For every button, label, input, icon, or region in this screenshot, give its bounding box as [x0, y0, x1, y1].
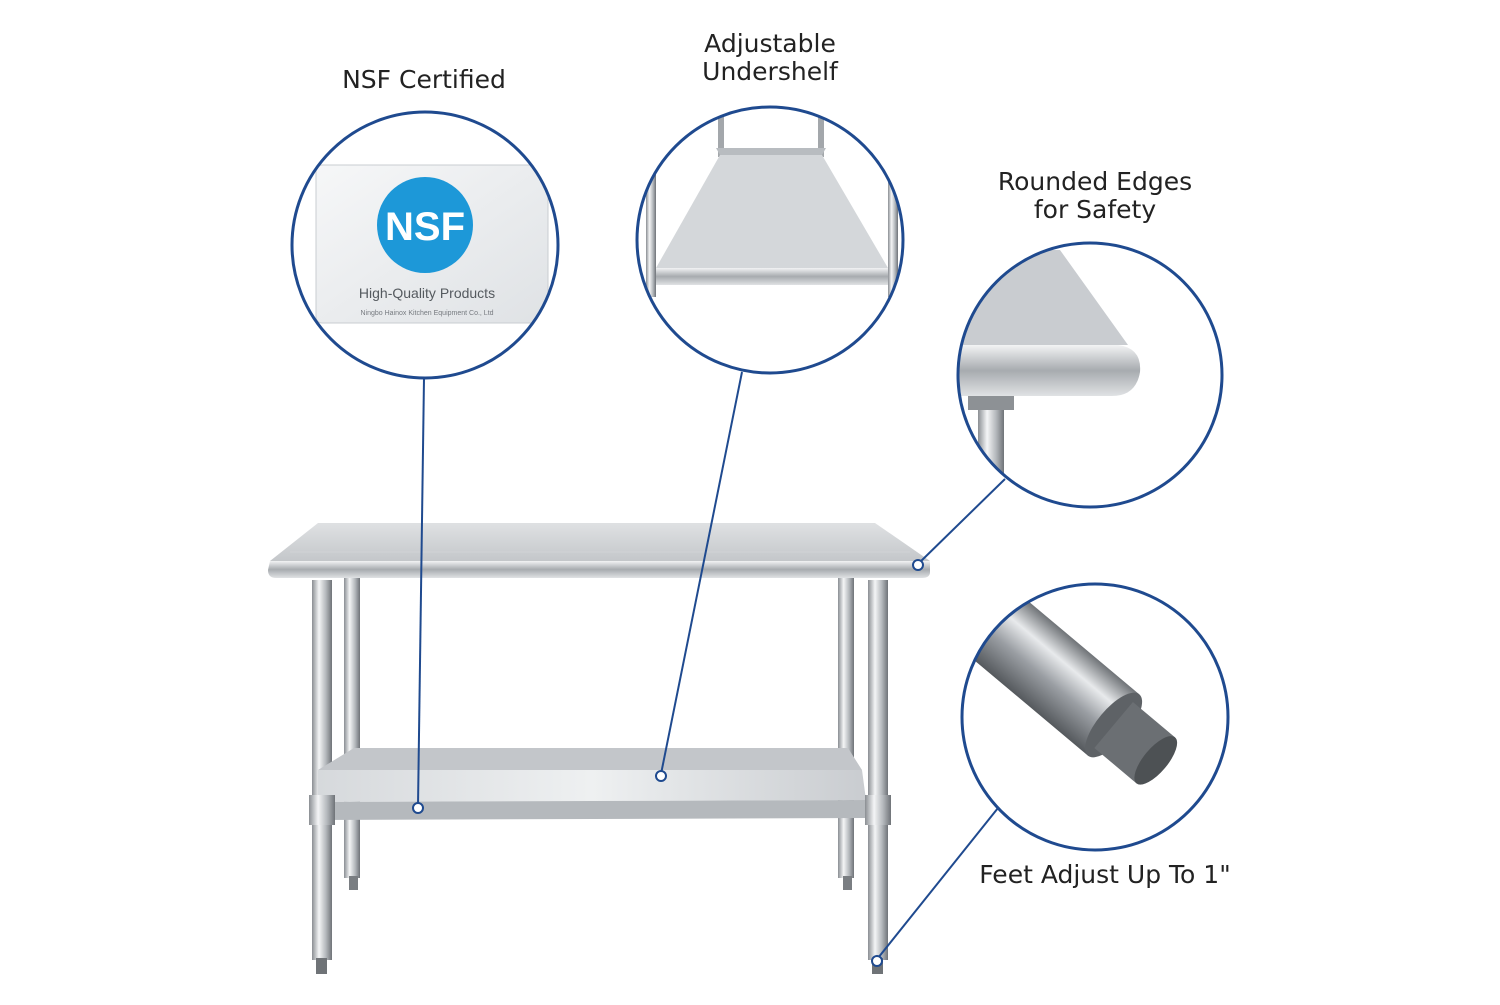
undershelf-label-line1: Adjustable [704, 29, 836, 58]
work-table [268, 523, 930, 974]
table-top-surface [270, 523, 930, 561]
back-left-foot [349, 876, 358, 890]
undershelf-front-lip [318, 800, 866, 820]
nsf-logo-text: NSF [385, 205, 465, 249]
connector-edges [917, 478, 1006, 565]
front-right-leg [868, 580, 888, 960]
undershelf-back [318, 748, 862, 770]
dot-edges [912, 559, 924, 571]
nsf-callout: NSF High-Quality Products Ningbo Hainox … [290, 110, 560, 380]
nsf-callout-ring [290, 110, 560, 380]
callout-connectors [417, 371, 1006, 959]
edges-label-line2: for Safety [1033, 195, 1157, 224]
front-left-foot [316, 958, 327, 974]
undershelf-callout-ring [635, 105, 905, 375]
back-left-leg [344, 578, 360, 878]
connector-nsf [417, 377, 425, 807]
edge-detail-leg [978, 396, 1004, 507]
dot-nsf [412, 802, 424, 814]
table-top-edge [268, 561, 930, 578]
edges-callout [956, 241, 1224, 509]
dot-undershelf [655, 770, 667, 782]
adjustable-undershelf-label: Adjustable Undershelf [650, 30, 890, 86]
feet-adjust-label: Feet Adjust Up To 1" [979, 860, 1231, 889]
nsf-badge-tagline: High-Quality Products [359, 285, 495, 301]
undershelf-surface [318, 770, 866, 802]
back-right-leg [838, 578, 854, 878]
nsf-certified-label: NSF Certified [342, 65, 506, 94]
undershelf-detail-surface [656, 155, 888, 268]
nsf-logo-circle [377, 177, 473, 273]
callout-dots [412, 559, 924, 967]
connector-feet [877, 807, 999, 959]
edges-label-line1: Rounded Edges [997, 167, 1193, 196]
connector-undershelf [660, 371, 743, 775]
edge-detail-rounded-corner [958, 345, 1141, 396]
edges-callout-ring [956, 241, 1224, 509]
feet-callout [960, 582, 1230, 852]
dot-feet [871, 955, 883, 967]
feet-callout-ring [960, 582, 1230, 852]
back-right-foot [843, 876, 852, 890]
rounded-edges-label: Rounded Edges for Safety [970, 168, 1220, 224]
foot-detail-bolt [1094, 702, 1176, 784]
undershelf-callout [635, 105, 905, 375]
undershelf-label-line2: Undershelf [702, 57, 838, 86]
nsf-badge-maker: Ningbo Hainox Kitchen Equipment Co., Ltd [360, 310, 493, 317]
